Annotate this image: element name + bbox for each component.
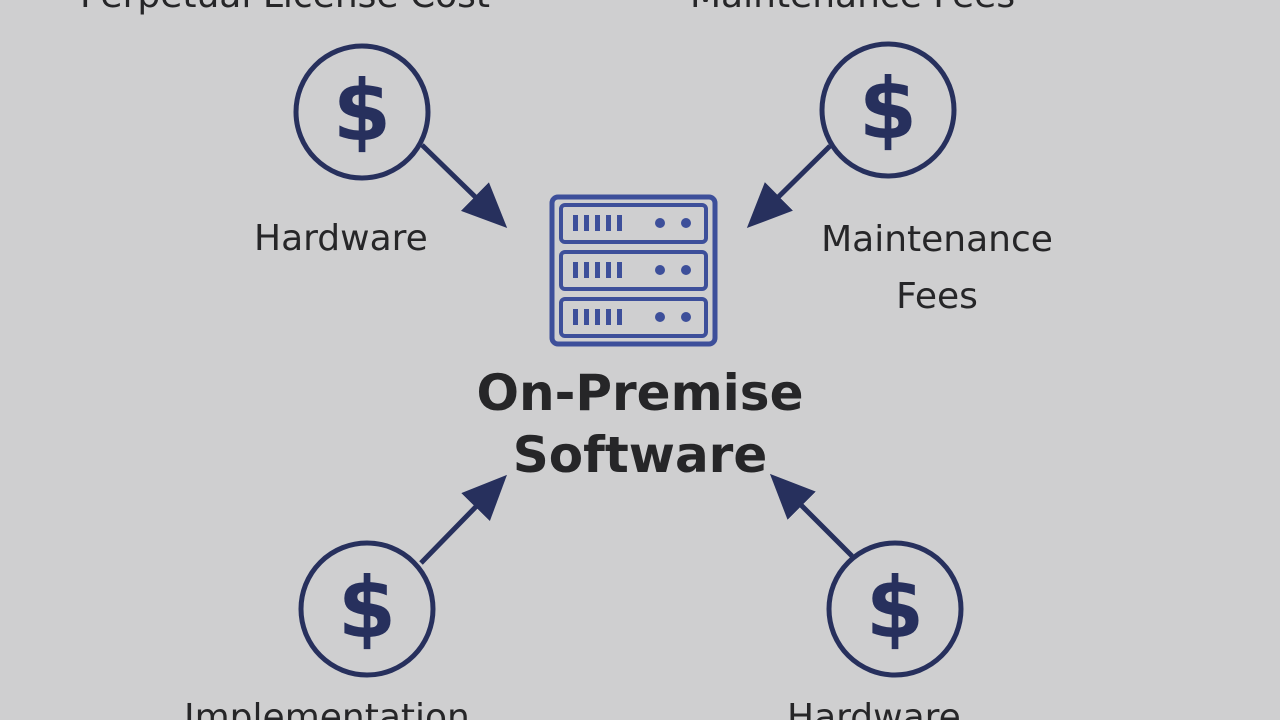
dollar-node-bottom-right: $ bbox=[826, 540, 964, 678]
dollar-node-top-right: $ bbox=[819, 41, 957, 179]
label-bottom-left-cutoff: Implementation bbox=[184, 697, 470, 720]
arrow-top-right bbox=[746, 144, 832, 229]
arrow-bottom-right bbox=[769, 473, 854, 558]
dollar-icon: $ bbox=[333, 62, 391, 160]
center-title-line1: On-Premise bbox=[476, 364, 804, 422]
label-bottom-right-cutoff: Hardware bbox=[787, 697, 961, 720]
label-maintenance-line2: Fees bbox=[896, 276, 978, 317]
dollar-node-top-left: $ bbox=[293, 43, 431, 181]
server-stack-icon bbox=[549, 194, 718, 347]
arrow-bottom-left bbox=[419, 474, 507, 565]
label-top-right-cutoff: Maintenance Fees bbox=[690, 0, 1015, 14]
label-maintenance-fees: Maintenance Fees bbox=[806, 211, 1068, 325]
dollar-circle bbox=[293, 43, 431, 181]
dollar-icon: $ bbox=[859, 60, 917, 158]
center-title: On-Premise Software bbox=[440, 362, 840, 486]
dollar-circle bbox=[298, 540, 436, 678]
label-top-left-cutoff: Perpetual License Cost bbox=[80, 0, 490, 14]
center-title-line2: Software bbox=[512, 426, 768, 484]
label-maintenance-line1: Maintenance bbox=[821, 219, 1053, 260]
dollar-circle bbox=[826, 540, 964, 678]
label-hardware: Hardware bbox=[254, 218, 428, 259]
dollar-circle bbox=[819, 41, 957, 179]
dollar-icon: $ bbox=[866, 559, 924, 657]
dollar-node-bottom-left: $ bbox=[298, 540, 436, 678]
arrow-top-left bbox=[420, 143, 508, 228]
dollar-icon: $ bbox=[338, 559, 396, 657]
